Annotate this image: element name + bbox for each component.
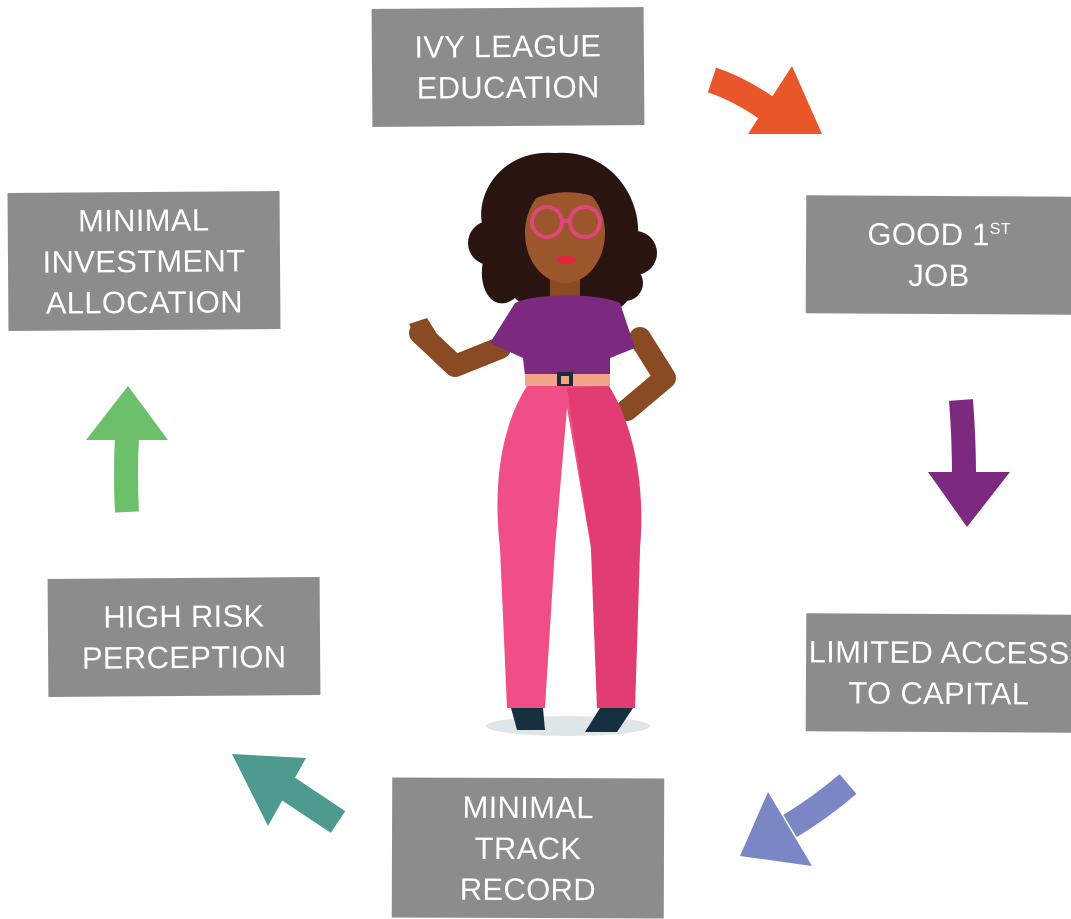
arrow-icon-teal xyxy=(232,754,346,833)
arrow-icon-blue xyxy=(740,774,857,866)
woman-illustration xyxy=(409,152,676,736)
arrow-icon-orange xyxy=(707,66,822,134)
arrow-icon-green xyxy=(86,386,168,513)
arrow-icon-purple xyxy=(928,399,1010,527)
